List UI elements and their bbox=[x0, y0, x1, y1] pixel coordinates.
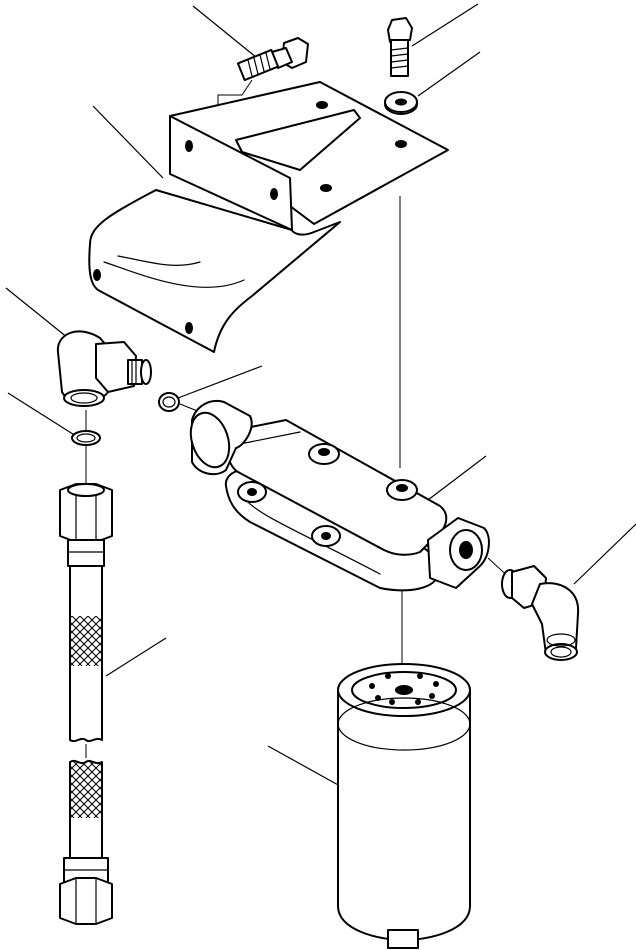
leader-filter-cartridge bbox=[267, 745, 341, 787]
filter-cartridge-icon bbox=[337, 663, 471, 949]
bracket-icon bbox=[88, 81, 449, 353]
leader-mounting-bolt bbox=[192, 5, 263, 63]
bolt-icon bbox=[387, 17, 413, 77]
leader-elbow-right bbox=[573, 523, 636, 585]
hose-icon bbox=[59, 483, 113, 925]
leader-bracket bbox=[92, 105, 164, 179]
filter-head-icon bbox=[189, 400, 490, 592]
elbow-fitting-icon bbox=[501, 565, 580, 661]
o-ring-icon bbox=[71, 430, 101, 446]
o-ring-icon bbox=[158, 392, 180, 412]
leader-elbow-left bbox=[5, 287, 69, 339]
leader-o-ring-upper bbox=[177, 365, 263, 399]
elbow-fitting-icon bbox=[56, 330, 152, 407]
leader-o-ring-lower bbox=[7, 392, 77, 437]
bolt-icon bbox=[236, 37, 309, 82]
leader-hose bbox=[105, 637, 167, 677]
leader-washer bbox=[417, 51, 481, 97]
leader-upper-bolt bbox=[411, 3, 479, 47]
washer-icon bbox=[384, 91, 418, 115]
leader-filter-head bbox=[423, 455, 487, 504]
callout-leaders bbox=[5, 3, 636, 787]
